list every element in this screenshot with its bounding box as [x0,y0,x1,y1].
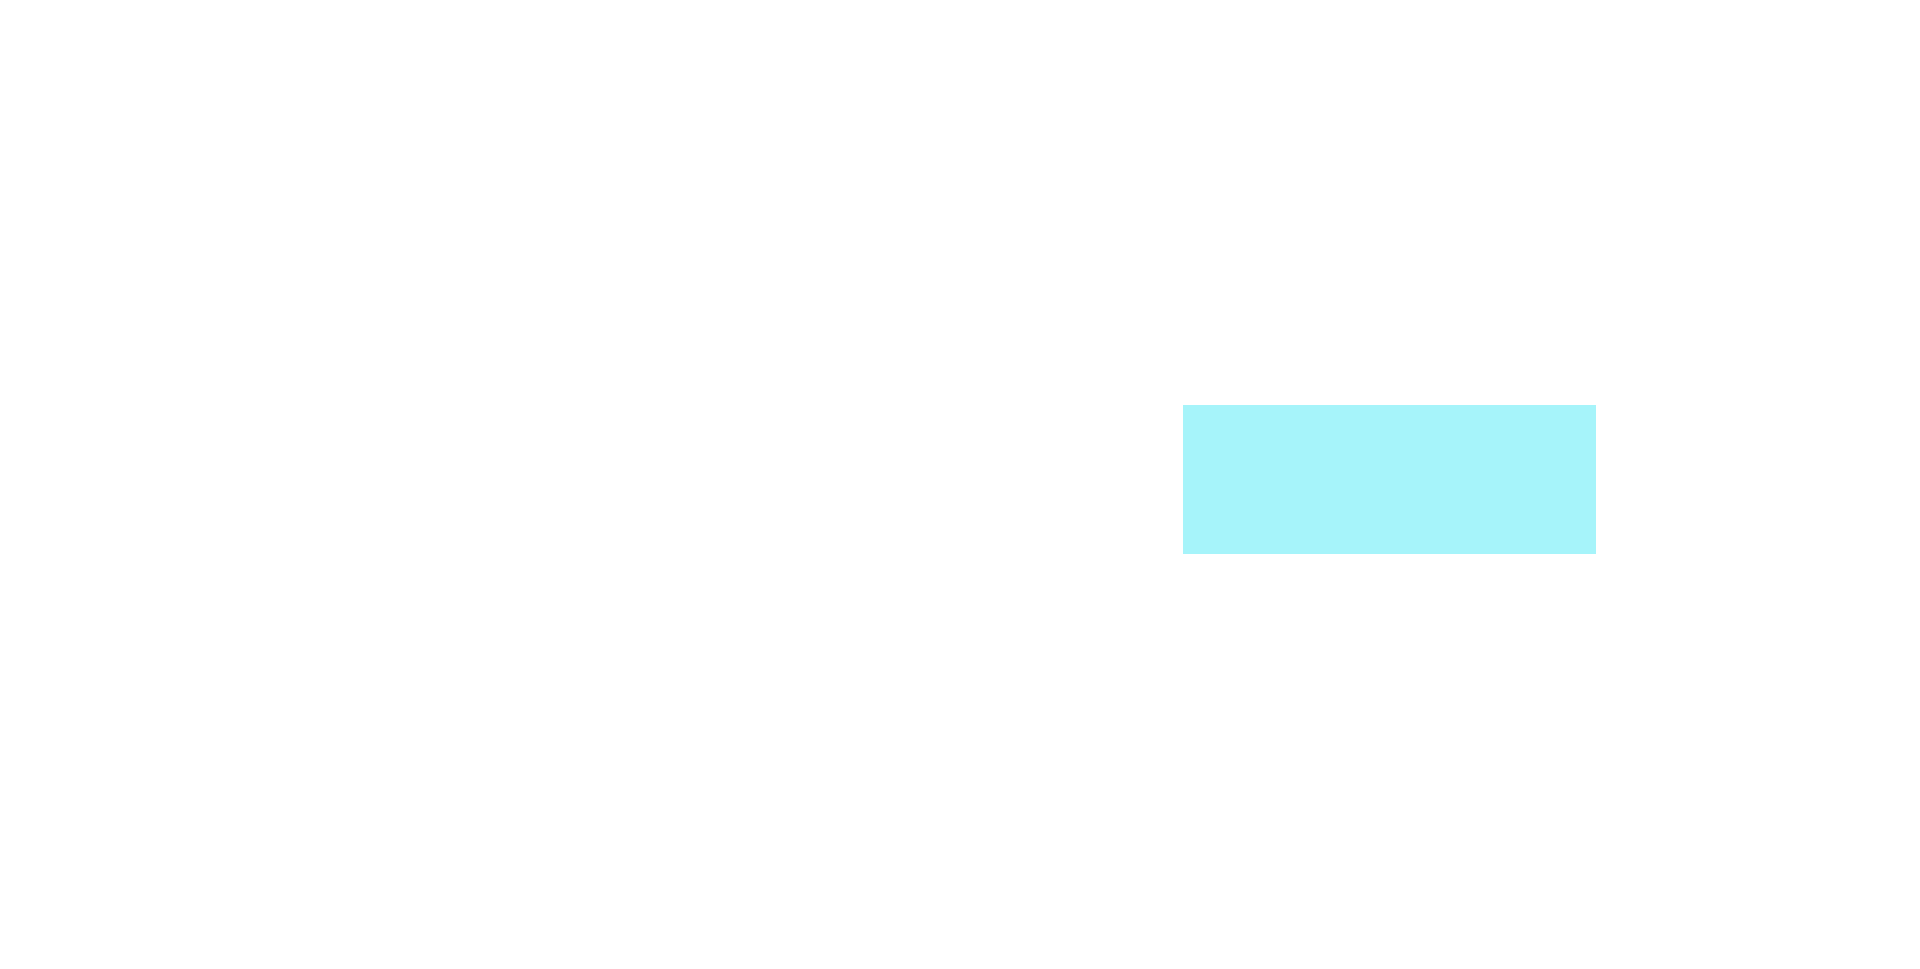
cyan-highlight-rectangle [1183,405,1596,554]
